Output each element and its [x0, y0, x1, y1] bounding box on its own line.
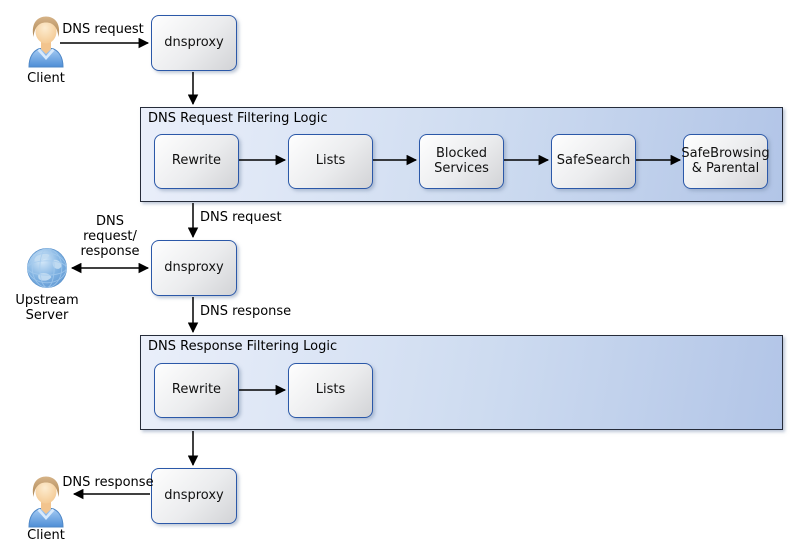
dnsproxy-top-node: dnsproxy: [151, 15, 237, 71]
person-icon: [28, 16, 64, 68]
response-filtering-title: DNS Response Filtering Logic: [148, 339, 338, 354]
upstream-server-icon: [26, 247, 68, 293]
globe-icon: [27, 248, 67, 288]
edge-label-filtered-request: DNS request: [200, 210, 282, 225]
rewrite-response-node: Rewrite: [154, 363, 239, 418]
client-top-label: Client: [27, 71, 65, 86]
person-icon: [28, 476, 64, 528]
request-filtering-container: DNS Request Filtering Logic Rewrite List…: [140, 107, 783, 202]
safesearch-node: SafeSearch: [551, 134, 636, 189]
request-filtering-title: DNS Request Filtering Logic: [148, 111, 328, 126]
safebrowsing-parental-node: SafeBrowsing & Parental: [681, 134, 770, 189]
response-filtering-container: DNS Response Filtering Logic Rewrite Lis…: [140, 335, 783, 430]
client-bottom-label: Client: [27, 528, 65, 543]
client-bottom-icon: [26, 474, 66, 532]
rewrite-request-node: Rewrite: [154, 134, 239, 189]
edge-label-client-request: DNS request: [62, 22, 144, 37]
dnsproxy-middle-node: dnsproxy: [151, 240, 237, 296]
upstream-server-label: Upstream Server: [15, 293, 79, 323]
edge-label-upstream-exchange: DNS request/ response: [80, 214, 140, 259]
edge-label-proxy-response: DNS response: [200, 304, 292, 319]
client-top-icon: [26, 14, 66, 72]
edge-label-client-response: DNS response: [62, 475, 154, 490]
blocked-services-node: Blocked Services: [419, 134, 504, 189]
lists-request-node: Lists: [288, 134, 373, 189]
dnsproxy-bottom-node: dnsproxy: [151, 468, 237, 524]
lists-response-node: Lists: [288, 363, 373, 418]
